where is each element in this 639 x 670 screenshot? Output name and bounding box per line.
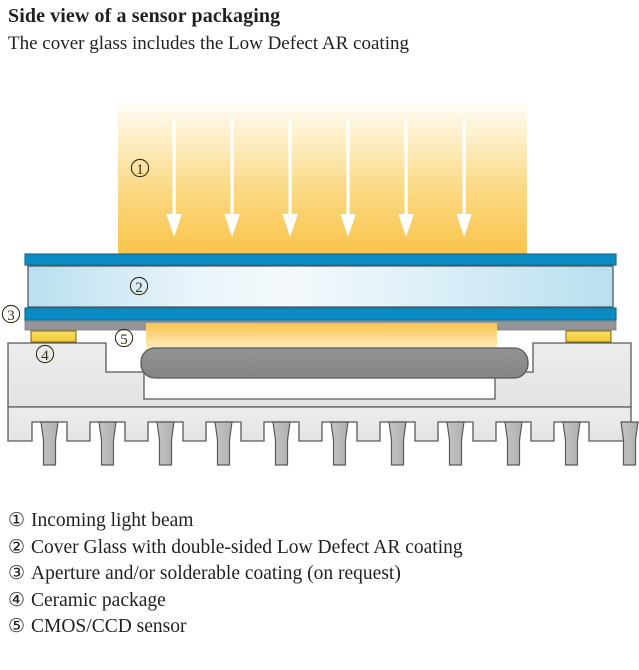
package-pin bbox=[156, 421, 175, 466]
package-pin bbox=[388, 421, 407, 466]
package-pin bbox=[272, 421, 291, 466]
package-pin bbox=[562, 421, 581, 466]
callout-5-text: 5 bbox=[120, 332, 128, 348]
callout-4-marker: 4 bbox=[35, 344, 55, 364]
legend-marker-1: ① bbox=[8, 510, 26, 531]
legend-label-1: Incoming light beam bbox=[31, 510, 194, 531]
package-pin bbox=[330, 421, 349, 466]
light-ray-arrow bbox=[224, 118, 240, 237]
light-ray-arrow bbox=[166, 118, 182, 237]
callout-3-text: 3 bbox=[7, 308, 15, 324]
callout-3-marker: 3 bbox=[1, 304, 21, 324]
legend-marker-4: ④ bbox=[8, 589, 26, 611]
cmos-ccd-sensor: 5 bbox=[114, 328, 529, 379]
callout-1-text: 1 bbox=[136, 162, 144, 178]
solderable-pad-right bbox=[565, 330, 612, 343]
legend-marker-2: ② bbox=[8, 536, 26, 558]
light-ray-arrows bbox=[166, 118, 472, 237]
page-title: Side view of a sensor packaging bbox=[8, 5, 281, 27]
callout-2-text: 2 bbox=[135, 280, 143, 296]
light-ray-arrow bbox=[456, 118, 472, 237]
legend-marker-3: ③ bbox=[8, 563, 26, 584]
package-pins bbox=[40, 421, 639, 466]
callout-5-marker: 5 bbox=[114, 328, 134, 348]
legend-marker-5: ⑤ bbox=[8, 616, 26, 637]
ar-coating-top bbox=[24, 253, 617, 266]
package-pin bbox=[620, 421, 639, 466]
ar-coating-bottom bbox=[24, 307, 617, 321]
light-ray-arrow bbox=[398, 118, 414, 237]
light-beam-gradient bbox=[118, 99, 527, 254]
package-pin bbox=[504, 421, 523, 466]
legend-label-3: Aperture and/or solderable coating (on r… bbox=[31, 563, 401, 584]
legend-label-5: CMOS/CCD sensor bbox=[31, 616, 187, 637]
solderable-pad-left bbox=[30, 330, 77, 343]
package-pin bbox=[40, 421, 59, 466]
package-pin bbox=[446, 421, 465, 466]
light-ray-arrow bbox=[340, 118, 356, 237]
incoming-light-beam: 1 bbox=[118, 99, 527, 254]
package-pin bbox=[98, 421, 117, 466]
legend-label-2: Cover Glass with double-sided Low Defect… bbox=[31, 536, 463, 558]
page-subtitle: The cover glass includes the Low Defect … bbox=[8, 33, 409, 54]
sensor-die bbox=[140, 347, 529, 379]
light-ray-arrow bbox=[282, 118, 298, 237]
callout-4-text: 4 bbox=[41, 348, 49, 364]
legend-label-4: Ceramic package bbox=[31, 589, 166, 611]
sensor-packaging-diagram: 1 2 3 bbox=[1, 99, 639, 466]
callout-2-marker: 2 bbox=[129, 276, 149, 296]
package-pin bbox=[214, 421, 233, 466]
cover-glass-assembly: 2 bbox=[24, 253, 617, 321]
callout-1-marker: 1 bbox=[130, 158, 150, 178]
cover-glass-body bbox=[27, 265, 614, 308]
